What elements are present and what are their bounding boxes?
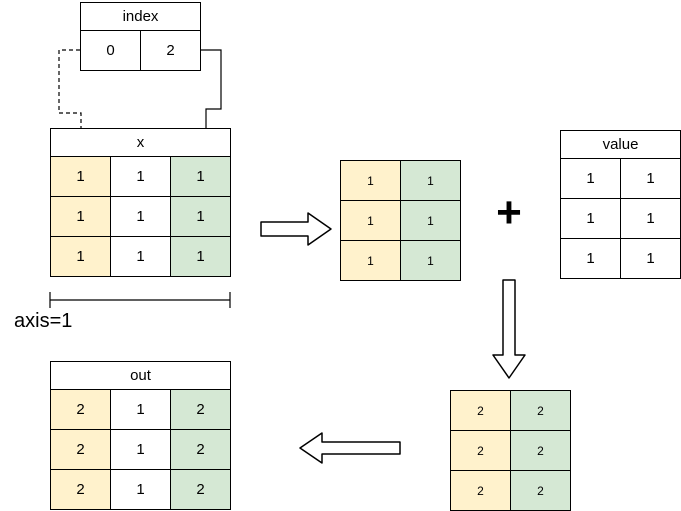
table-cell: 2	[510, 390, 571, 431]
plus-operator: +	[496, 188, 522, 237]
table-cell: 1	[560, 198, 621, 239]
table-cell: 2	[510, 430, 571, 471]
gathered-table: 1 1 1 1 1 1	[340, 160, 461, 281]
table-cell: 1	[560, 158, 621, 199]
value-table: value 1 1 1 1 1 1	[560, 130, 681, 279]
index-table: index 0 2	[80, 2, 201, 71]
table-cell: 1	[340, 240, 401, 281]
table-cell: 1	[400, 160, 461, 201]
table-cell: 1	[170, 236, 231, 277]
out-table: out 2 1 2 2 1 2 2 1 2	[50, 361, 231, 510]
table-cell: 1	[340, 200, 401, 241]
table-cell: 1	[110, 236, 171, 277]
table-cell: 2	[450, 430, 511, 471]
table-cell: 1	[110, 156, 171, 197]
table-cell: 2	[50, 429, 111, 470]
table-cell: 1	[400, 200, 461, 241]
down-arrow-icon	[492, 279, 526, 379]
table-cell: 1	[110, 196, 171, 237]
table-cell: 2	[450, 470, 511, 511]
x-table: x 1 1 1 1 1 1 1 1 1	[50, 128, 231, 277]
index-cell-0: 0	[80, 30, 141, 71]
table-cell: 2	[50, 389, 111, 430]
value-table-title: value	[560, 130, 681, 159]
axis-bracket	[49, 292, 231, 308]
index-table-title: index	[80, 2, 201, 31]
table-cell: 2	[50, 469, 111, 510]
table-cell: 2	[510, 470, 571, 511]
right-arrow-icon	[260, 212, 332, 246]
table-cell: 1	[620, 158, 681, 199]
table-cell: 1	[110, 469, 171, 510]
table-cell: 1	[50, 236, 111, 277]
x-table-title: x	[50, 128, 231, 157]
table-cell: 1	[340, 160, 401, 201]
table-cell: 1	[110, 389, 171, 430]
table-cell: 1	[560, 238, 621, 279]
table-cell: 1	[50, 196, 111, 237]
index-cell-1: 2	[140, 30, 201, 71]
left-arrow-icon	[299, 432, 401, 464]
axis-label: axis=1	[14, 310, 73, 332]
table-cell: 1	[170, 196, 231, 237]
table-cell: 1	[170, 156, 231, 197]
out-table-title: out	[50, 361, 231, 390]
table-cell: 1	[110, 429, 171, 470]
table-cell: 2	[170, 429, 231, 470]
sum-table: 2 2 2 2 2 2	[450, 390, 571, 511]
table-cell: 1	[400, 240, 461, 281]
table-cell: 2	[170, 469, 231, 510]
table-cell: 1	[620, 198, 681, 239]
table-cell: 2	[450, 390, 511, 431]
table-cell: 2	[170, 389, 231, 430]
table-cell: 1	[620, 238, 681, 279]
table-cell: 1	[50, 156, 111, 197]
